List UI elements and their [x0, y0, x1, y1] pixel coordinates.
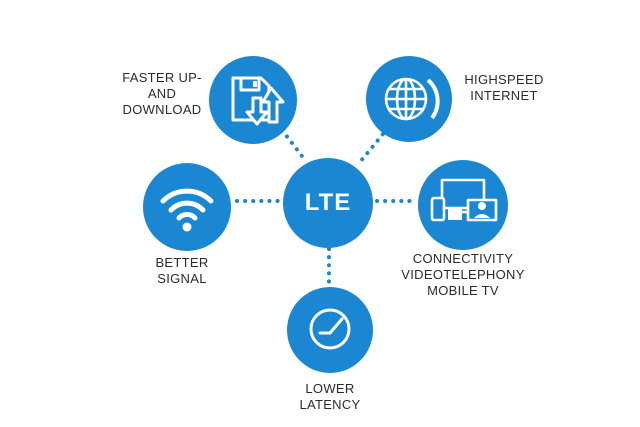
globe-icon — [384, 77, 440, 121]
node-better-signal — [143, 163, 231, 251]
floppy-updown-icon — [231, 76, 285, 126]
connector-faster — [280, 128, 307, 162]
devices-icon — [430, 178, 498, 222]
lte-center-label: LTE — [304, 189, 352, 216]
lte-center-circle — [283, 158, 373, 248]
node-lower-latency — [287, 287, 373, 373]
wifi-icon — [160, 188, 214, 232]
clock-icon — [309, 308, 351, 350]
